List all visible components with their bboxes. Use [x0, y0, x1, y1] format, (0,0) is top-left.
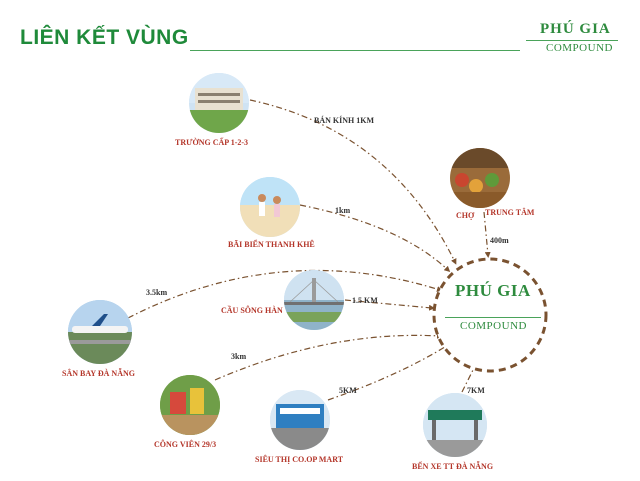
title-divider [190, 50, 520, 51]
photo-cong-vien [160, 375, 220, 435]
hub-divider [445, 317, 541, 318]
label-cho: CHỢ [456, 211, 475, 220]
label-san-bay: SÂN BAY ĐÀ NẴNG [62, 369, 135, 378]
distance-ben-xe: 7KM [467, 386, 485, 395]
label-cau-song-han: CẦU SÔNG HÀN [221, 306, 283, 315]
label-bai-bien: BÃI BIỂN THANH KHÊ [228, 240, 315, 249]
path-cong-vien [214, 332, 443, 381]
photo-cau-song-han [284, 270, 344, 330]
photo-ben-xe [423, 393, 487, 457]
photo-sieu-thi [270, 390, 330, 450]
path-cau-song-han [344, 299, 435, 311]
brand-logo-sub: COMPOUND [546, 42, 613, 54]
label-sieu-thi: SIÊU THỊ CO.OP MART [255, 455, 344, 464]
brand-logo-name: PHÚ GIA [540, 21, 611, 37]
path-san-bay [127, 269, 443, 319]
path-truong-cap [249, 99, 457, 265]
brand-divider [526, 40, 618, 41]
label-truong-cap: TRƯỜNG CẤP 1-2-3 [175, 138, 249, 147]
distance-cau-song-han: 1.5 KM [352, 296, 378, 305]
path-sieu-thi [327, 343, 451, 401]
distance-bai-bien: 1km [335, 206, 351, 215]
photo-san-bay [68, 300, 132, 364]
hub-sub: COMPOUND [460, 320, 527, 332]
path-bai-bien [299, 204, 451, 273]
path-cho [483, 211, 491, 258]
distance-cho: 400m [490, 236, 509, 245]
distance-sieu-thi: 5KM [339, 386, 357, 395]
photo-truong-cap [189, 73, 249, 133]
photo-bai-bien [240, 177, 300, 237]
page-title: LIÊN KẾT VÙNG [20, 26, 189, 49]
distance-truong-cap: BÁN KÍNH 1KM [314, 116, 374, 125]
label-cong-vien: CÔNG VIÊN 29/3 [154, 440, 217, 449]
distance-cong-vien: 3km [231, 352, 247, 361]
hub-name: PHÚ GIA [455, 281, 531, 300]
label-trung-tam: TRUNG TÂM [485, 208, 535, 217]
hub-ring [432, 257, 548, 373]
distance-san-bay: 3.5km [146, 288, 168, 297]
label-ben-xe: BẾN XE TT ĐÀ NẴNG [412, 462, 494, 471]
photo-cho [450, 148, 510, 208]
